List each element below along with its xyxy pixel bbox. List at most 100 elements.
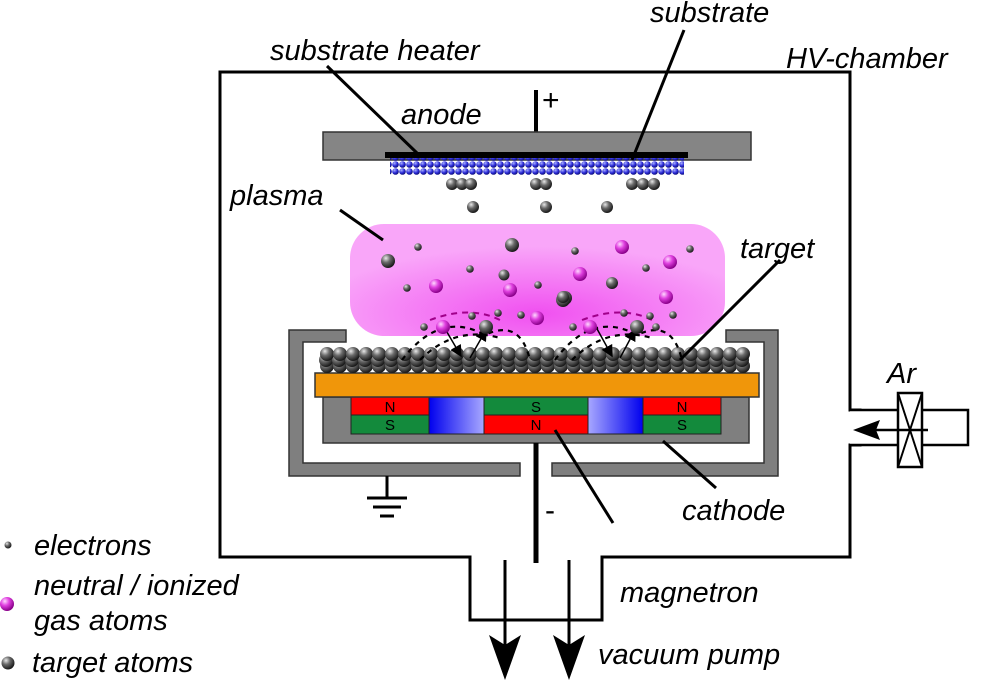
electron bbox=[569, 323, 577, 331]
target-atom bbox=[479, 320, 493, 334]
target-atom bbox=[632, 347, 646, 361]
electron bbox=[652, 323, 660, 331]
label-substrate: substrate bbox=[650, 0, 769, 29]
gas-atom bbox=[615, 240, 629, 254]
legend-gas-atom-icon bbox=[0, 597, 14, 611]
target-atom bbox=[411, 347, 425, 361]
target-atom bbox=[465, 178, 477, 190]
electron bbox=[686, 245, 694, 253]
label-target: target bbox=[740, 233, 816, 265]
arrow-down-icon bbox=[489, 635, 521, 680]
electron bbox=[468, 312, 476, 320]
ion-impact-arrows bbox=[443, 326, 636, 359]
target-atom bbox=[372, 347, 386, 361]
target-atom bbox=[619, 347, 633, 361]
electron bbox=[669, 311, 677, 319]
target-atom bbox=[606, 277, 618, 289]
label-hv-chamber: HV-chamber bbox=[786, 43, 949, 75]
target-atom bbox=[723, 347, 737, 361]
electron bbox=[494, 309, 502, 317]
target-atom bbox=[381, 254, 395, 268]
target-atom bbox=[530, 178, 542, 190]
electron bbox=[646, 312, 654, 320]
electron bbox=[517, 311, 525, 319]
target-atom bbox=[502, 347, 516, 361]
target-atom bbox=[540, 201, 552, 213]
electron bbox=[571, 247, 579, 255]
leader-lines bbox=[325, 29, 782, 524]
legend-electron-icon bbox=[4, 541, 12, 549]
target-atom bbox=[567, 347, 581, 361]
gas-atom bbox=[663, 255, 677, 269]
label-plasma: plasma bbox=[229, 180, 324, 212]
target-atom bbox=[489, 347, 503, 361]
argon-inlet bbox=[850, 391, 970, 469]
target-atom bbox=[541, 347, 555, 361]
target-atom bbox=[528, 347, 542, 361]
label-vacuum-pump: vacuum pump bbox=[598, 639, 780, 671]
target-atom bbox=[467, 201, 479, 213]
label-ar: Ar bbox=[885, 358, 917, 390]
target-atom bbox=[658, 347, 672, 361]
magnet-pole: N bbox=[385, 399, 396, 416]
magnet-pole: S bbox=[385, 417, 395, 434]
magnet-pole: S bbox=[531, 399, 541, 416]
electron bbox=[466, 265, 474, 273]
target-atom-layer bbox=[319, 347, 750, 373]
target-atom bbox=[505, 238, 519, 252]
legend-gas-line1: neutral / ionized bbox=[34, 570, 240, 602]
target-atom bbox=[593, 347, 607, 361]
legend-electrons: electrons bbox=[34, 530, 152, 562]
gas-atom bbox=[573, 267, 587, 281]
gas-atom bbox=[429, 279, 443, 293]
particles bbox=[381, 178, 694, 334]
magnet-pole: N bbox=[531, 417, 542, 434]
electron bbox=[620, 309, 628, 317]
target-atom bbox=[515, 347, 529, 361]
anode bbox=[322, 90, 752, 175]
label-anode: anode bbox=[401, 99, 482, 131]
gas-atom bbox=[530, 311, 544, 325]
target-atom bbox=[736, 347, 750, 361]
electron bbox=[642, 264, 650, 272]
target-atom bbox=[626, 178, 638, 190]
vacuum-pump-arrows bbox=[489, 560, 585, 680]
target-atom bbox=[424, 347, 438, 361]
electron bbox=[403, 284, 411, 292]
gas-flow-arrow-icon bbox=[853, 420, 880, 440]
magnetron: N S S N N S bbox=[350, 396, 722, 435]
ground-symbol-icon bbox=[367, 476, 407, 518]
target-atom bbox=[437, 347, 451, 361]
target-atom bbox=[710, 347, 724, 361]
target-atom bbox=[359, 347, 373, 361]
target-atom bbox=[648, 178, 660, 190]
target-atom bbox=[333, 347, 347, 361]
gas-atom bbox=[503, 283, 517, 297]
target-atom bbox=[320, 347, 334, 361]
magnet-pole: S bbox=[677, 417, 687, 434]
label-plus: + bbox=[542, 84, 560, 117]
substrate bbox=[390, 158, 684, 175]
label-magnetron: magnetron bbox=[620, 577, 759, 609]
electron bbox=[420, 323, 428, 331]
label-minus: - bbox=[545, 494, 555, 527]
target-atom bbox=[446, 178, 458, 190]
legend-target-atom-icon bbox=[1, 656, 15, 670]
gas-atom bbox=[436, 320, 450, 334]
target-atom bbox=[456, 178, 468, 190]
label-cathode: cathode bbox=[682, 495, 785, 527]
target-atom bbox=[637, 178, 649, 190]
legend-target-atoms: target atoms bbox=[32, 647, 193, 679]
electron bbox=[534, 281, 542, 289]
electron bbox=[414, 243, 422, 251]
target-atom bbox=[557, 291, 569, 303]
target-atom bbox=[645, 347, 659, 361]
target-atom bbox=[580, 347, 594, 361]
target-atom bbox=[476, 347, 490, 361]
plasma-cloud bbox=[350, 224, 725, 336]
electron-trajectories bbox=[401, 325, 684, 361]
substrate-heater bbox=[385, 152, 688, 158]
legend: electrons neutral / ionized gas atoms ta… bbox=[0, 530, 240, 679]
